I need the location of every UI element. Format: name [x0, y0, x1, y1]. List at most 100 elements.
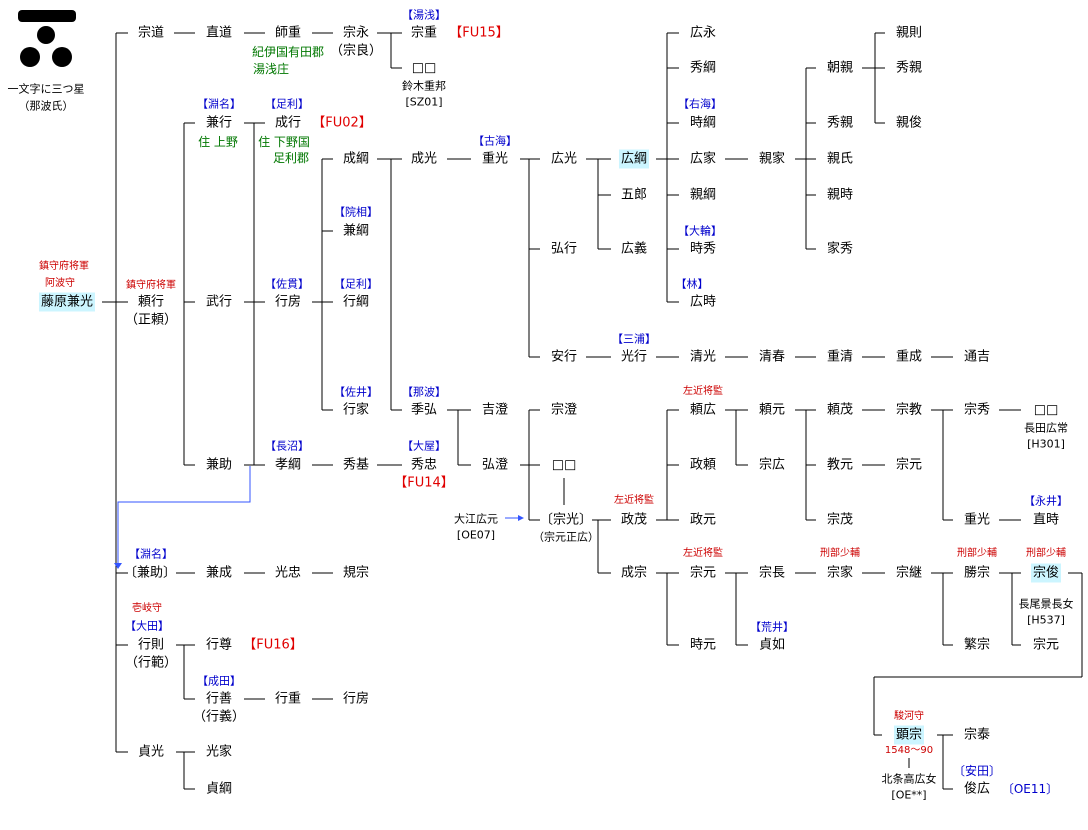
person: 宗澄 [550, 402, 578, 418]
person: 親綱 [689, 187, 717, 203]
crest-label: 一文字に三つ星 [7, 82, 85, 96]
person: 宗家 [826, 565, 854, 581]
person: 秀基 [342, 457, 370, 473]
clan-label: 【大輪】 [678, 224, 722, 238]
code-ref[interactable]: 【FU02】 [312, 115, 372, 131]
person: 〔兼助〕 [123, 565, 177, 581]
person: 成宗 [620, 565, 648, 581]
person: 秀忠 [410, 457, 438, 473]
person-alt: （正頼） [124, 312, 178, 328]
clan-label: 【右海】 [678, 97, 722, 111]
person: 広永 [689, 25, 717, 41]
clan-label: 【足利】 [265, 97, 309, 111]
clan-label: 【成田】 [197, 674, 241, 688]
person: 重成 [895, 349, 923, 365]
person: 行房 [342, 691, 370, 707]
person: 兼行 [205, 115, 233, 131]
person: 家秀 [826, 241, 854, 257]
person: 宗秀 [963, 402, 991, 418]
person: □□ [551, 457, 577, 473]
person: 重光 [963, 512, 991, 528]
person: 宗道 [137, 25, 165, 41]
person: 宗広 [758, 457, 786, 473]
person: □□ [1033, 402, 1059, 418]
person: 行善 [205, 691, 233, 707]
person: 兼成 [205, 565, 233, 581]
person: 重清 [826, 349, 854, 365]
person: 政元 [689, 512, 717, 528]
person-munetoshi: 宗俊 [1030, 563, 1062, 583]
person: 宗元 [689, 565, 717, 581]
clan-crest-icon [18, 10, 76, 67]
person: 五郎 [620, 187, 648, 203]
person: 直時 [1032, 512, 1060, 528]
person: 直道 [205, 25, 233, 41]
person: 親時 [826, 187, 854, 203]
person: 広義 [620, 241, 648, 257]
clan-label: 【佐井】 [334, 385, 378, 399]
code-ref[interactable]: 〔OE11〕 [1001, 782, 1059, 796]
person: 清春 [758, 349, 786, 365]
person-alt: （宗良） [329, 43, 383, 59]
life-dates: 1548～90 [884, 745, 934, 756]
person: 朝親 [826, 60, 854, 76]
clan-label: 【大田】 [125, 619, 169, 633]
ref-code: [OE07] [456, 528, 496, 542]
person: 弘澄 [481, 457, 509, 473]
note: 北条高広女 [881, 772, 937, 786]
person: 武行 [205, 294, 233, 310]
person: 成行 [274, 115, 302, 131]
person: 吉澄 [481, 402, 509, 418]
person: 政頼 [689, 457, 717, 473]
ref-code: [OE**] [891, 788, 927, 802]
person: 成光 [410, 151, 438, 167]
clan-label: 【淵名】 [129, 547, 173, 561]
clan-label: 【永井】 [1024, 494, 1068, 508]
person: 広光 [550, 151, 578, 167]
person: 秀親 [895, 60, 923, 76]
person: 貞如 [758, 637, 786, 653]
person-alt: （行範） [124, 655, 178, 671]
person: 安行 [550, 349, 578, 365]
clan-label: 【荒井】 [750, 620, 794, 634]
person: 頼広 [689, 402, 717, 418]
title-label: 刑部少輔 [820, 548, 860, 559]
residence-note: 住 上野 [198, 135, 238, 149]
person: 政茂 [620, 512, 648, 528]
person: 光忠 [274, 565, 302, 581]
clan-label: 【古海】 [473, 134, 517, 148]
note: 鈴木重邦 [402, 79, 446, 93]
person: 行則 [137, 637, 165, 653]
title-label: 左近将監 [683, 548, 723, 559]
person-alt: （行義） [192, 709, 246, 725]
person: 宗重 [410, 25, 438, 41]
person: 宗泰 [963, 727, 991, 743]
code-ref[interactable]: 【FU15】 [449, 25, 509, 41]
person-kanemitsu: 藤原兼光 [38, 292, 96, 312]
person: 弘行 [550, 241, 578, 257]
person: 宗教 [895, 402, 923, 418]
ref-code: [SZ01] [405, 95, 443, 109]
title-label: 左近将監 [614, 495, 654, 506]
place-note: 紀伊国有田郡 [251, 45, 325, 59]
person: □□ [411, 60, 437, 76]
clan-label: 【院相】 [334, 205, 378, 219]
code-ref[interactable]: 【FU14】 [394, 475, 454, 491]
clan-label: 【湯浅】 [402, 8, 446, 22]
person: 孝綱 [274, 457, 302, 473]
person-akimune: 顕宗 [893, 725, 925, 745]
person: 宗永 [342, 25, 370, 41]
person: 通吉 [963, 349, 991, 365]
person: 俊広 [963, 781, 991, 797]
code-ref[interactable]: 【FU16】 [243, 637, 303, 653]
residence-note: 住 下野国 [258, 135, 310, 149]
clan-label: 【三浦】 [612, 332, 656, 346]
person: 行家 [342, 402, 370, 418]
clan-label: 〔安田〕 [952, 764, 1002, 778]
person: 頼茂 [826, 402, 854, 418]
person: 親俊 [895, 115, 923, 131]
person: 重光 [481, 151, 509, 167]
person: 宗継 [895, 565, 923, 581]
person: 宗長 [758, 565, 786, 581]
